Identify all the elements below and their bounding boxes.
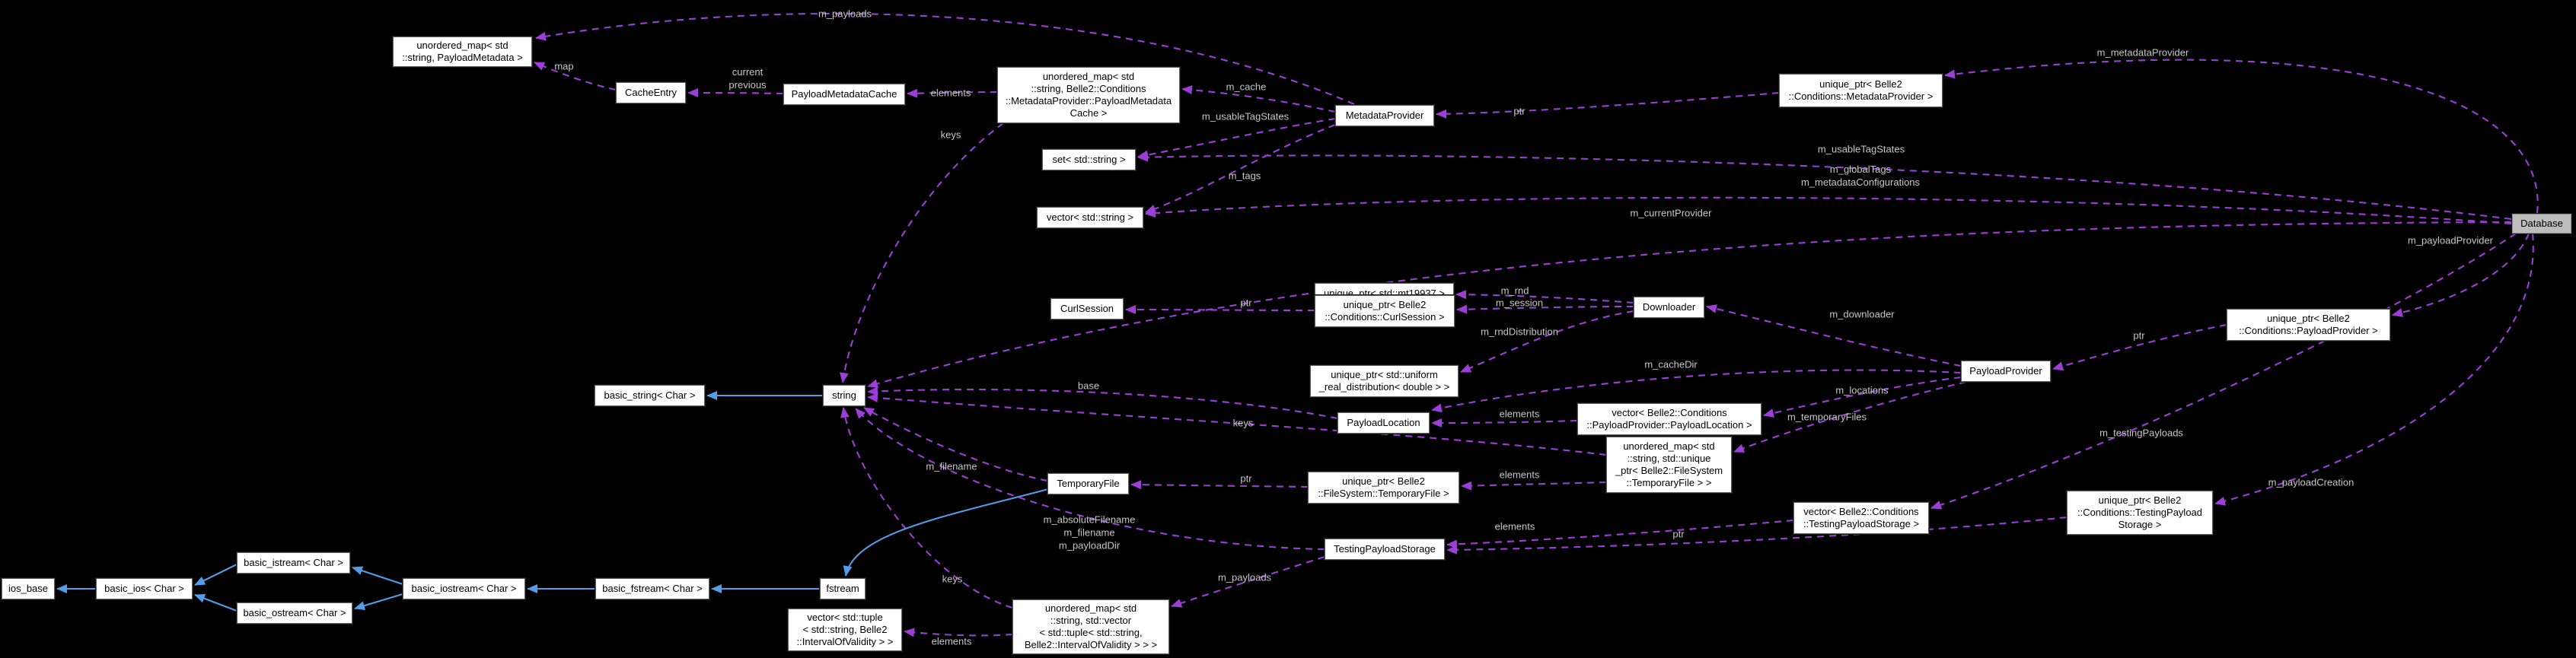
edge-n_bostream-n_bios [194,594,238,612]
edge-n_tps-n_str [855,408,1325,551]
edge-n_pmcache-n_cacheentry [687,88,784,98]
edge-n_vec_tps-n_tps [1446,519,1794,549]
edge-n_tmpfile-n_str [863,407,1048,482]
edge-n_umap_pmc-n_str [839,122,1004,383]
edge-n_umap_tf-n_uptr_tf [1461,481,1607,491]
edge-n_db-n_vecstr [1145,196,2512,225]
node-cacheentry[interactable]: CacheEntry [615,81,687,104]
node-pmcache[interactable]: PayloadMetadataCache [783,83,906,106]
node-mdp[interactable]: MetadataProvider [1334,104,1435,127]
node-ploc[interactable]: PayloadLocation [1337,412,1430,434]
edge-n_tmpfile-n_fstream [843,488,1049,577]
edge-n_pp-n_dl [1706,304,1962,367]
edge-n_biostream-n_bistream [352,566,403,585]
edge-n_umap_iov-n_str [840,407,1013,609]
node-fstream[interactable]: fstream [819,577,866,600]
node-biostream[interactable]: basic_iostream< Char > [402,577,526,600]
node-bfstream[interactable]: basic_fstream< Char > [595,577,710,600]
edge-n_mdp-n_umap_pm [535,12,1355,105]
edge-n_umap_pmc-n_pmcache [907,88,998,98]
node-uptr_pp[interactable]: unique_ptr< Belle2 ::Conditions::Payload… [2226,308,2391,342]
edge-n_db-n_uptr_pp [2392,233,2530,317]
node-db[interactable]: Database [2511,213,2572,234]
node-tmpfile[interactable]: TemporaryFile [1047,472,1130,495]
edge-n_uptr_tps-n_tps [1446,516,2067,555]
edge-n_bistream-n_bios [194,564,238,586]
node-umap_pmc[interactable]: unordered_map< std ::string, Belle2::Con… [996,66,1181,124]
node-tps[interactable]: TestingPayloadStorage [1324,538,1446,561]
edge-n_ploc-n_str [867,386,1338,420]
node-bostream[interactable]: basic_ostream< Char > [236,602,353,625]
node-dl[interactable]: Downloader [1633,296,1705,319]
edge-n_dl-n_uptr_curl [1456,304,1634,314]
edge-n_umap_iov-n_vec_tuple [904,628,1013,637]
edge-n_db-n_uptr_mdp [1944,59,2539,214]
node-umap_iov[interactable]: unordered_map< std ::string, std::vector… [1012,599,1170,655]
edge-n_mdp-n_set [1137,117,1336,160]
node-str[interactable]: string [822,384,866,407]
node-vec_tps[interactable]: vector< Belle2::Conditions ::TestingPayl… [1793,501,1930,535]
edge-n_uptr_tf-n_tmpfile [1130,480,1309,490]
edge-n_biostream-n_bostream [354,593,403,610]
node-bstr[interactable]: basic_string< Char > [594,384,706,407]
node-vec_tuple[interactable]: vector< std::tuple < std::string, Belle2… [787,608,903,652]
node-uptr_curl[interactable]: unique_ptr< Belle2 ::Conditions::CurlSes… [1314,294,1455,328]
node-umap_tf[interactable]: unordered_map< std ::string, std::unique… [1605,436,1733,494]
edge-n_uptr_mdp-n_mdp [1436,91,1780,119]
edge-n_tps-n_umap_iov [1171,556,1325,608]
node-iosbase[interactable]: ios_base [1,577,56,600]
node-bistream[interactable]: basic_istream< Char > [236,552,351,574]
edge-n_mdp-n_vecstr [1145,124,1336,214]
edge-n_db-n_vec_tps [1930,233,2517,510]
edge-n_mdp-n_umap_pmc [1181,85,1336,113]
node-bios[interactable]: basic_ios< Char > [95,577,193,600]
edge-n_db-n_str [867,221,2512,389]
node-pp[interactable]: PayloadProvider [1960,360,2052,383]
node-set[interactable]: set< std::string > [1041,148,1137,171]
edge-n_pp-n_umap_tf [1733,380,1967,453]
node-uptr_mdp[interactable]: unique_ptr< Belle2 ::Conditions::Metadat… [1778,73,1943,108]
edge-n_pp-n_vec_ploc [1763,376,1962,418]
node-vecstr[interactable]: vector< std::string > [1036,206,1144,229]
edge-n_dl-n_uptr_mt [1455,290,1634,304]
node-vec_ploc[interactable]: vector< Belle2::Conditions ::PayloadProv… [1577,402,1762,436]
node-umap_pm[interactable]: unordered_map< std ::string, PayloadMeta… [392,36,533,68]
edge-n_dl-n_uptr_dist [1460,310,1634,373]
edge-n_umap_tf-n_str [867,393,1607,456]
node-uptr_tf[interactable]: unique_ptr< Belle2 ::FileSystem::Tempora… [1307,471,1460,504]
edge-n_vec_ploc-n_ploc [1431,418,1578,428]
node-uptr_tps[interactable]: unique_ptr< Belle2 ::Conditions::Testing… [2066,490,2214,536]
node-uptr_dist[interactable]: unique_ptr< std::uniform _real_distribut… [1309,364,1459,398]
edge-n_db-n_set [1137,152,2512,221]
edge-n_pp-n_ploc [1431,369,1962,413]
node-curl[interactable]: CurlSession [1050,297,1124,320]
edge-n_cacheentry-n_umap_pm [534,62,617,91]
edge-n_uptr_pp-n_pp [2052,323,2227,371]
edge-n_db-n_uptr_tps [2214,233,2534,506]
